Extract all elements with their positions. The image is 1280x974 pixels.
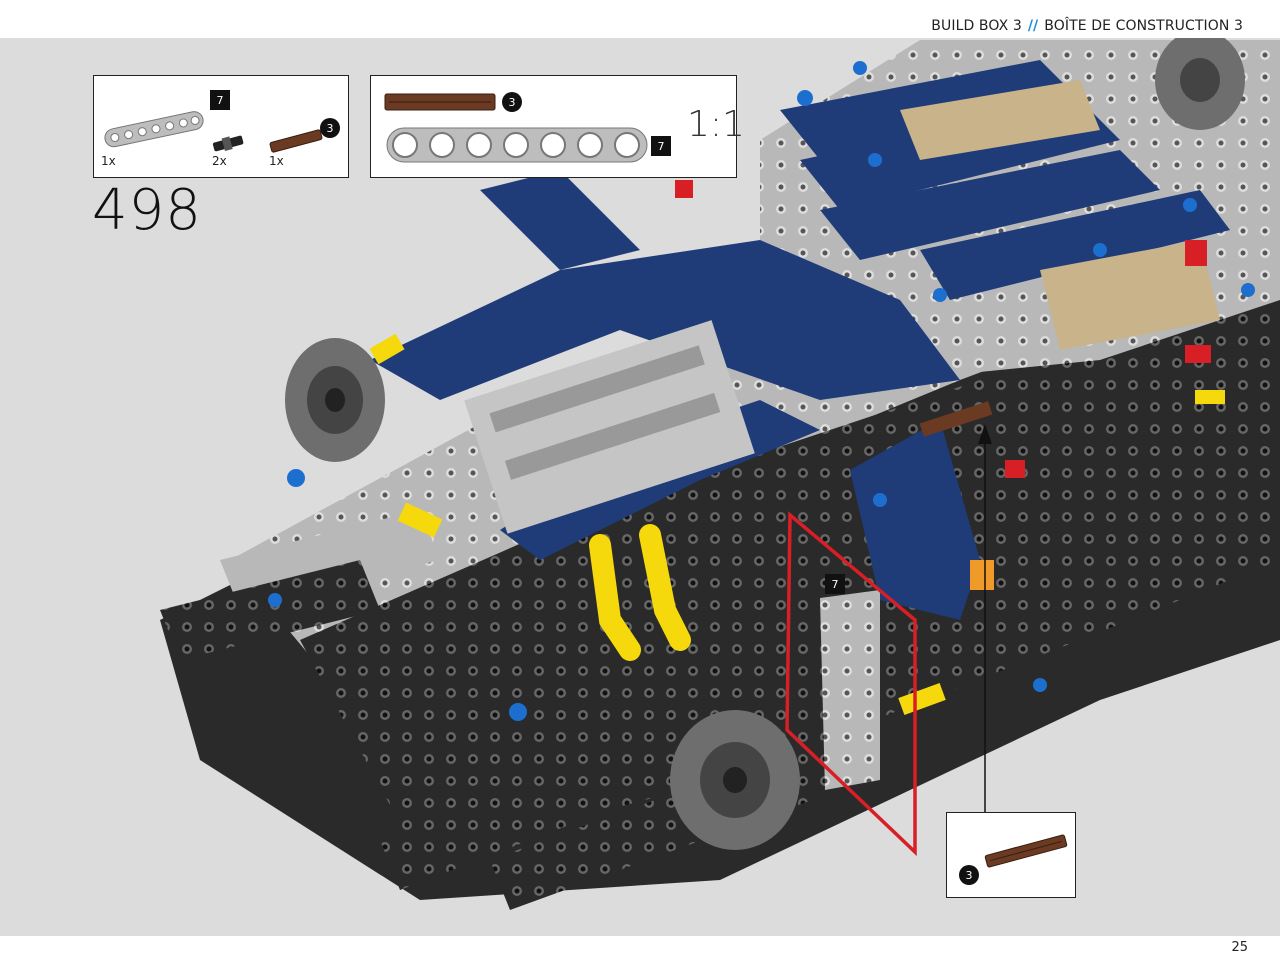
- scale-axle: [384, 93, 496, 111]
- engine-block: [464, 320, 755, 534]
- step-number: 498: [92, 178, 202, 243]
- axle-qty: 1x: [269, 154, 284, 168]
- build-box-en: BUILD BOX 3: [931, 18, 1022, 34]
- black-connector-part: [212, 135, 244, 152]
- page-footer: 25: [0, 936, 1280, 974]
- separator: //: [1027, 18, 1039, 34]
- axle-inset-box: 3: [946, 812, 1076, 898]
- brown-axle-in-model: [919, 401, 993, 437]
- build-box-fr: BOÎTE DE CONSTRUCTION 3: [1044, 18, 1243, 34]
- orange-piece: [970, 560, 994, 590]
- beam-length-badge: 7: [210, 90, 230, 110]
- red-highlight-frame: [785, 511, 917, 857]
- scale-beam-badge: 7: [651, 136, 671, 156]
- blue-pins: [268, 61, 1255, 721]
- red-pin-2: [1185, 240, 1207, 266]
- bottom-beam: [380, 740, 660, 890]
- inset-brown-axle: [984, 834, 1068, 868]
- front-beam-dark: [160, 560, 380, 660]
- tan-panel-2: [900, 80, 1100, 160]
- callout-arrow-head: [978, 424, 992, 444]
- beam-qty: 1x: [101, 154, 116, 168]
- inset-axle-badge: 3: [959, 865, 979, 885]
- red-pin-3: [1005, 460, 1025, 478]
- gray-beam-part: [104, 111, 204, 148]
- front-brake-disc: [285, 338, 385, 462]
- tan-panel: [1040, 240, 1220, 350]
- frame-beam-badge: 7: [825, 574, 845, 594]
- page-header: BUILD BOX 3 // BOÎTE DE CONSTRUCTION 3: [0, 0, 1280, 38]
- connector-qty: 2x: [212, 154, 227, 168]
- build-illustration-area: 7 7 1x 2x: [0, 38, 1280, 936]
- highlighted-beam: [820, 590, 880, 790]
- brown-axle-part: [269, 129, 323, 153]
- scale-beam: [386, 127, 648, 163]
- build-box-label: BUILD BOX 3 // BOÎTE DE CONSTRUCTION 3: [931, 18, 1243, 34]
- red-pin: [675, 180, 693, 198]
- yellow-hoses: [369, 333, 1225, 715]
- page-number: 25: [1231, 940, 1248, 955]
- parts-list-box: 7 1x 2x 3 1x: [93, 75, 349, 178]
- model-illustration: [160, 38, 1280, 910]
- top-right-disc: [1155, 38, 1245, 130]
- scale-reference-box: 3 7 1:1: [370, 75, 745, 178]
- red-pin-4: [1185, 345, 1211, 363]
- scale-axle-badge: 3: [502, 92, 522, 112]
- axle-length-badge: 3: [320, 118, 340, 138]
- rear-brake-disc: [670, 710, 800, 850]
- scale-label: 1:1: [687, 104, 745, 145]
